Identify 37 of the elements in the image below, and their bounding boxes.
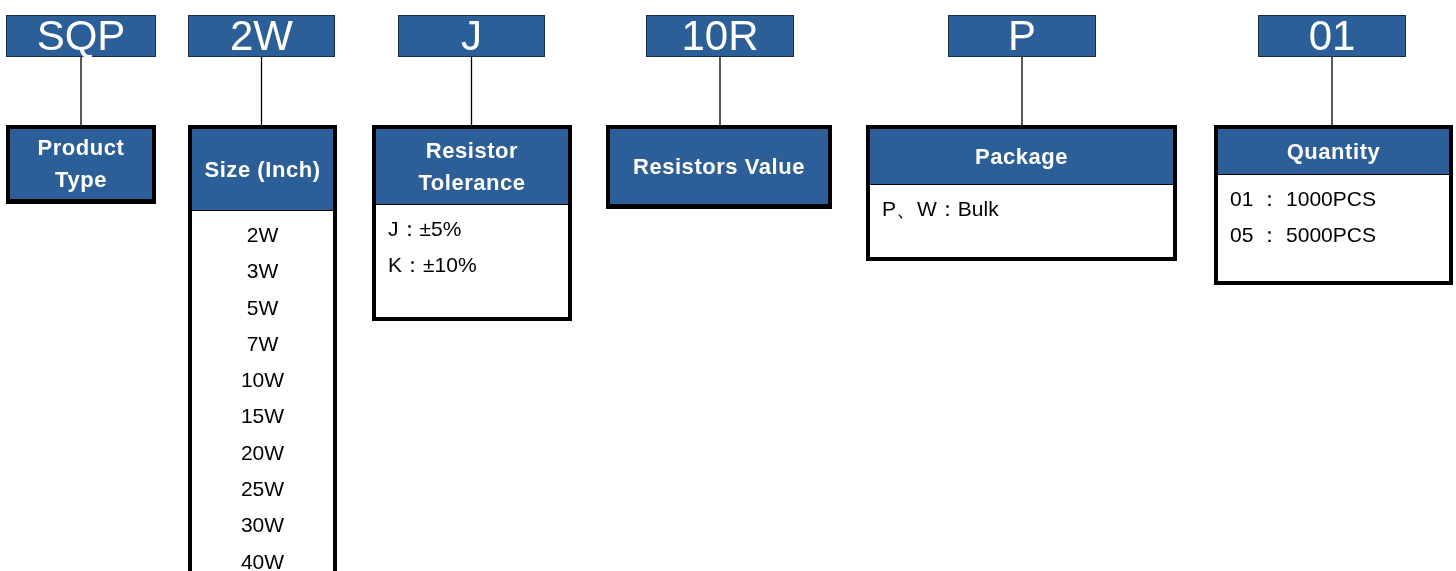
option-text: 25W: [240, 476, 285, 503]
header-text: Size (Inch): [204, 155, 321, 184]
code-box: SQP: [6, 15, 156, 57]
header-text: Resistor Tolerance: [417, 136, 527, 197]
connector-line: [470, 56, 473, 126]
header-text: Quantity: [1286, 137, 1381, 166]
option-text: 5W: [246, 294, 279, 321]
connector-line: [1331, 56, 1333, 126]
header-text: Resistors Value: [632, 152, 806, 181]
option-text: 15W: [240, 403, 285, 430]
description-box: [1214, 125, 1453, 285]
code-box: 10R: [646, 15, 794, 57]
header-text: Product Type: [36, 134, 126, 194]
code-box: P: [948, 15, 1096, 57]
code-box: 01: [1258, 15, 1406, 57]
option-text: 30W: [240, 512, 285, 539]
description-box: [372, 125, 572, 321]
connector-line: [80, 56, 82, 126]
option-text: 01 ： 1000PCS: [1230, 186, 1376, 212]
option-text: 20W: [240, 439, 285, 466]
option-text: 05 ： 5000PCS: [1230, 222, 1376, 249]
header-text: Package: [974, 142, 1069, 171]
connector-line: [719, 56, 721, 126]
option-text: 40W: [240, 548, 285, 571]
description-box: [866, 125, 1177, 261]
option-text: P、W：Bulk: [882, 196, 999, 222]
option-text: 10W: [240, 367, 285, 394]
option-text: 7W: [246, 330, 279, 357]
connector-line: [260, 56, 263, 126]
option-text: K：±10%: [388, 252, 477, 279]
option-text: J：±5%: [388, 216, 462, 242]
option-text: 2W: [246, 222, 279, 248]
connector-line: [1021, 56, 1023, 126]
description-box: [188, 125, 337, 571]
code-box: 2W: [188, 15, 335, 57]
option-text: 3W: [246, 258, 279, 285]
code-box: J: [398, 15, 545, 57]
